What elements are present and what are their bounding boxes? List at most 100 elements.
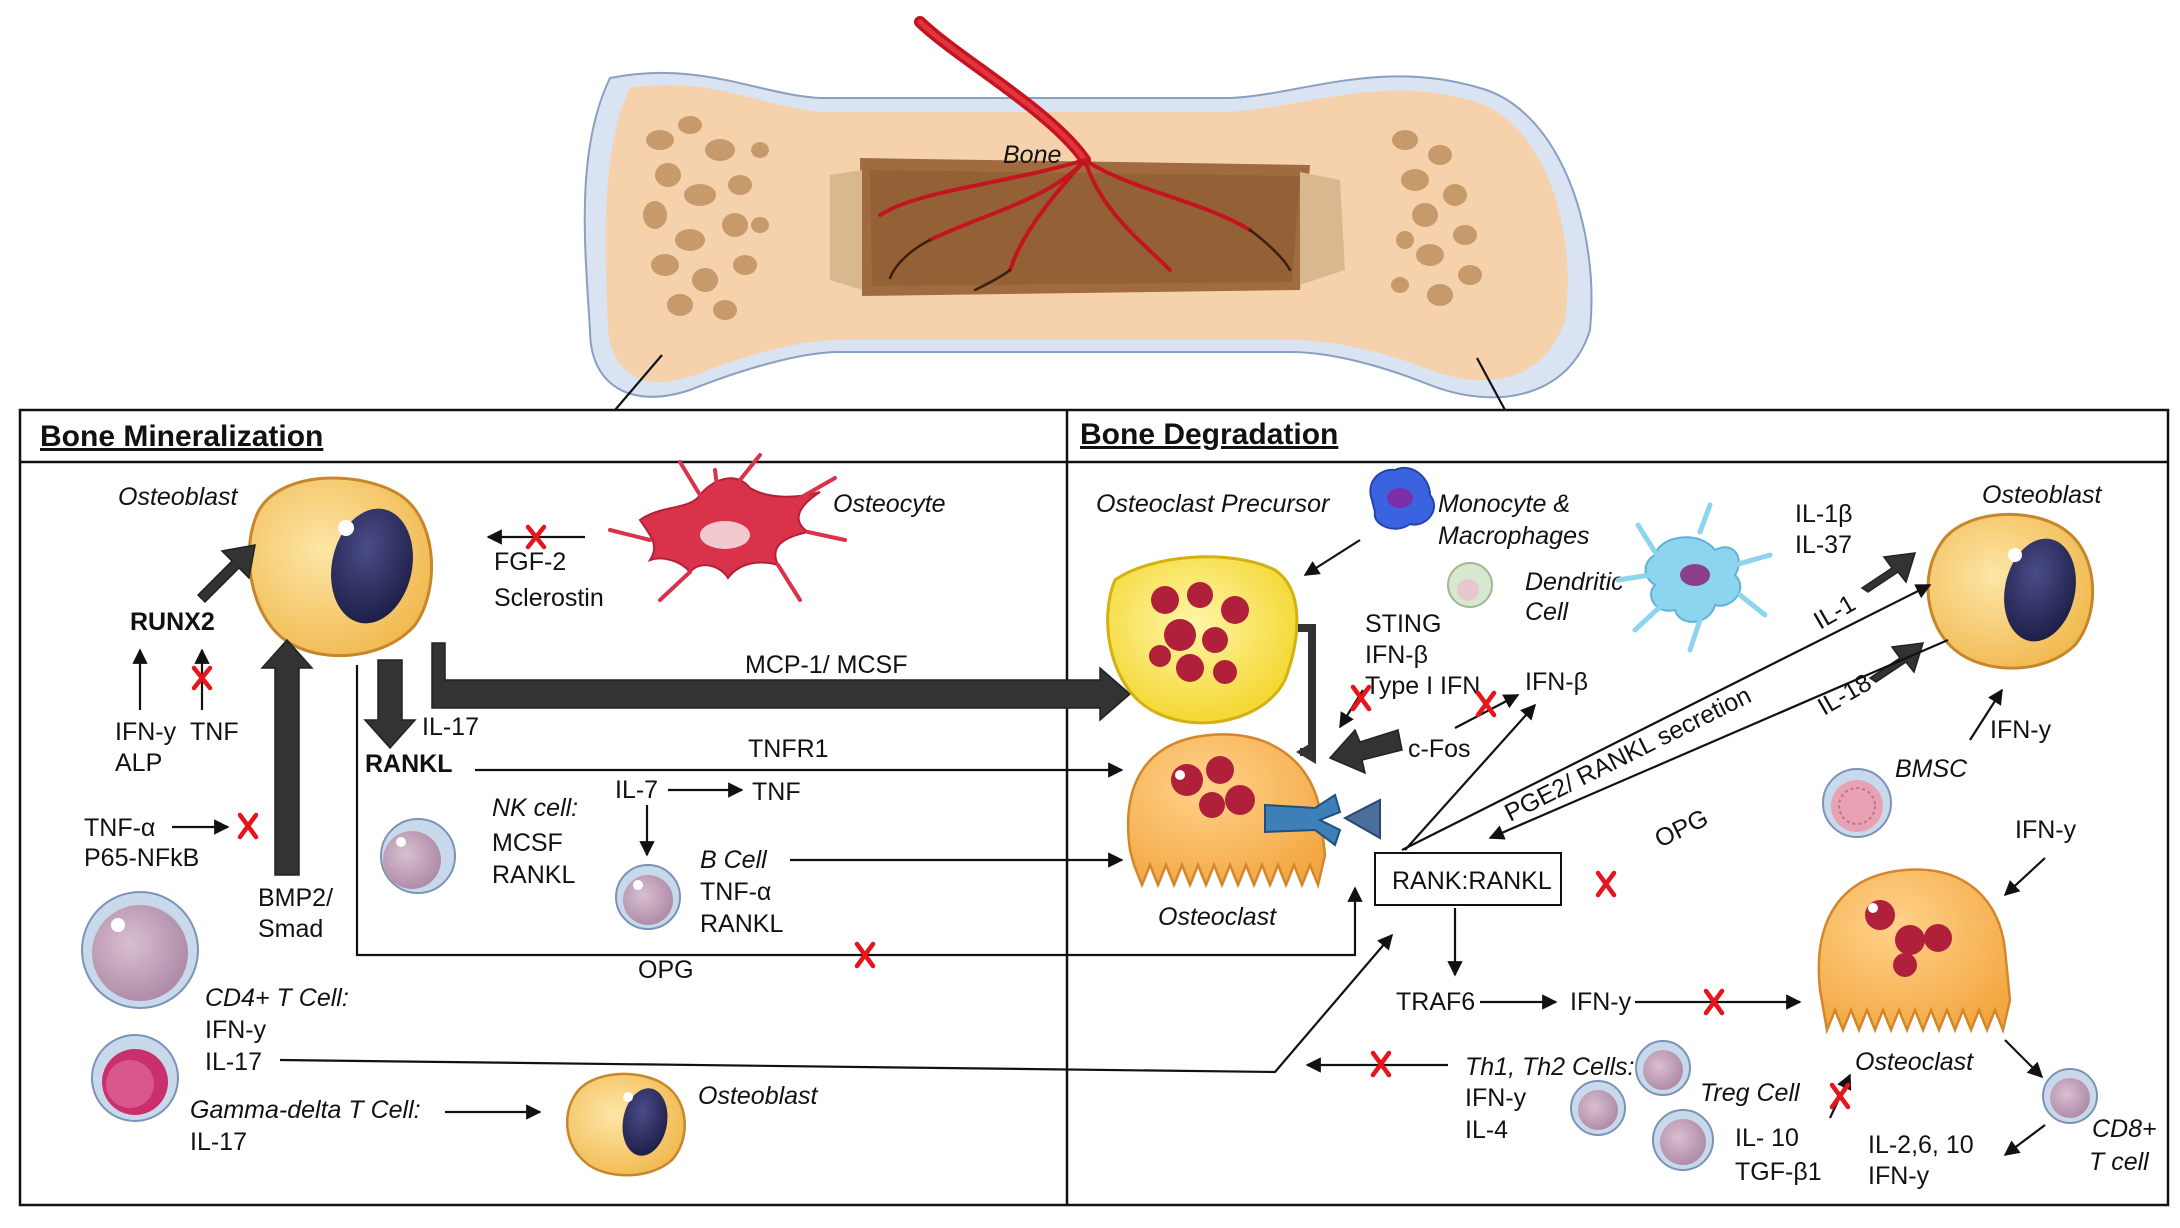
cd8-arrow bbox=[2003, 1124, 2046, 1156]
cd8-il-label: IL-2,6, 10 bbox=[1868, 1131, 1974, 1159]
rank-rankl-box bbox=[1374, 852, 1562, 906]
gamma-delta-label: Gamma-delta T Cell: bbox=[190, 1096, 421, 1124]
gamma-delta-il17-label: IL-17 bbox=[190, 1128, 247, 1156]
th-label: Th1, Th2 Cells: bbox=[1465, 1053, 1635, 1081]
nk-cell bbox=[380, 818, 456, 894]
osteoblast-label: Osteoblast bbox=[118, 483, 239, 511]
monocyte-label-1: Monocyte & bbox=[1438, 490, 1570, 518]
ifny-ob-label: IFN-y bbox=[1990, 716, 2052, 744]
opg-arrow bbox=[1488, 638, 1949, 840]
red-x-tnf bbox=[191, 665, 213, 691]
mcp1-label: MCP-1/ MCSF bbox=[745, 651, 908, 679]
gamma-delta-t-cell bbox=[91, 1034, 179, 1122]
spongy-bone-right bbox=[1391, 130, 1482, 306]
runx2-to-osteoblast-arrow bbox=[196, 544, 256, 604]
traf6-label: TRAF6 bbox=[1396, 988, 1475, 1016]
monocyte-to-precursor-arrow bbox=[1303, 539, 1361, 576]
ifnb-to-cfos-arrow bbox=[1454, 694, 1520, 729]
red-x-opg-right bbox=[1595, 870, 1617, 898]
right-panel: Osteoclast Precursor Monocyte & Macropha… bbox=[1096, 467, 2157, 1190]
osteoblast2-label: Osteoblast bbox=[698, 1082, 819, 1110]
ifnb-label: IFN-β bbox=[1365, 641, 1428, 669]
th-cells bbox=[1570, 1040, 1714, 1171]
th-ifny-label: IFN-y bbox=[1465, 1084, 1527, 1112]
dendritic-label-1: Dendritic bbox=[1525, 568, 1624, 596]
precursor-label: Osteoclast Precursor bbox=[1096, 490, 1331, 518]
precursor-arrowhead bbox=[1296, 740, 1316, 764]
treg-tgf-label: TGF-β1 bbox=[1735, 1158, 1822, 1186]
il1b-label: IL-1β bbox=[1795, 500, 1852, 528]
red-x-ifnb bbox=[1475, 690, 1497, 718]
tnfr1-label: TNFR1 bbox=[748, 735, 829, 763]
ifny-label: IFN-y bbox=[115, 718, 177, 746]
tnfa-label: TNF-α bbox=[84, 814, 155, 842]
bone-label: Bone bbox=[1003, 141, 1061, 169]
ifny-traf-label: IFN-y bbox=[1570, 988, 1632, 1016]
bmsc-cell bbox=[1822, 768, 1892, 838]
bcell-rankl-label: RANKL bbox=[700, 910, 783, 938]
opg-right-label: OPG bbox=[1650, 804, 1712, 854]
type1-label: Type I IFN bbox=[1365, 672, 1480, 700]
smad-label: Smad bbox=[258, 915, 323, 943]
opg-line bbox=[355, 665, 1363, 957]
bmp2-label: BMP2/ bbox=[258, 884, 333, 912]
rank-rankl-label: RANK:RANKL bbox=[1392, 867, 1552, 895]
red-x-ifny bbox=[1703, 988, 1725, 1016]
nk-mcsf-label: MCSF bbox=[492, 829, 563, 857]
osteoblast-cell-bottom bbox=[565, 1072, 686, 1177]
red-x-fgf2 bbox=[525, 524, 547, 550]
rankl-label: RANKL bbox=[365, 750, 453, 778]
panel-frames bbox=[18, 408, 2170, 1207]
red-x-opg bbox=[854, 941, 876, 969]
ifny-to-osteoblast-arrow bbox=[1969, 688, 2003, 741]
cd4-il17-label: IL-17 bbox=[205, 1048, 262, 1076]
osteocyte-label: Osteocyte bbox=[833, 490, 946, 518]
red-x-th bbox=[1370, 1050, 1392, 1078]
cfos-label: c-Fos bbox=[1408, 735, 1471, 763]
bone-connector-left bbox=[614, 354, 663, 411]
bcell-label: B Cell bbox=[700, 846, 768, 874]
osteoclast-label: Osteoclast bbox=[1158, 903, 1277, 931]
tnf-label: TNF bbox=[190, 718, 239, 746]
cd8-t-cell bbox=[2042, 1068, 2098, 1124]
bmsc-label: BMSC bbox=[1895, 755, 1968, 783]
il37-label: IL-37 bbox=[1795, 531, 1852, 559]
il17-label: IL-17 bbox=[422, 713, 479, 741]
sting-label: STING bbox=[1365, 610, 1441, 638]
il1-fat-arrow bbox=[1860, 552, 1917, 593]
rankl-to-ifnb-arrow bbox=[1404, 703, 1537, 851]
cd8-label-2: T cell bbox=[2089, 1148, 2150, 1176]
nk-rankl-label: RANKL bbox=[492, 861, 575, 889]
blood-vessels bbox=[878, 16, 1292, 292]
bcell-tnfa-label: TNF-α bbox=[700, 878, 771, 906]
th-il4-label: IL-4 bbox=[1465, 1116, 1508, 1144]
il7-label: IL-7 bbox=[615, 776, 658, 804]
nk-cell-label: NK cell: bbox=[492, 794, 578, 822]
runx2-label: RUNX2 bbox=[130, 608, 215, 636]
left-panel: Osteoblast Osteocyte FGF-2 Sclerostin RU… bbox=[81, 453, 1394, 1177]
ifny-oc-label: IFN-y bbox=[2015, 816, 2077, 844]
cfos-fat-arrow bbox=[1328, 728, 1403, 775]
panel-title-mineralization: Bone Mineralization bbox=[40, 420, 323, 453]
alp-label: ALP bbox=[115, 749, 162, 777]
osteoblast-cell-right bbox=[1926, 512, 2095, 670]
cd4-t-cell bbox=[81, 891, 199, 1009]
osteoblast-to-rankl-arrow bbox=[363, 659, 417, 750]
p65-label: P65-NFkB bbox=[84, 844, 199, 872]
sclerostin-label: Sclerostin bbox=[494, 584, 604, 612]
tnf2-label: TNF bbox=[752, 778, 801, 806]
spongy-bone-left bbox=[643, 116, 769, 320]
bmp2-to-osteoblast-arrow bbox=[260, 638, 314, 876]
mcp1-mcsf-arrow bbox=[431, 642, 1132, 722]
osteoclast-precursor-cell bbox=[1106, 555, 1299, 725]
osteoclast-cell-bottom bbox=[1817, 868, 2012, 1035]
cd8-ifny-label: IFN-y bbox=[1868, 1162, 1930, 1190]
pge2-arrow bbox=[1401, 584, 1932, 851]
osteocyte-cell bbox=[608, 453, 847, 602]
osteoclast-to-cd8-arrow bbox=[2004, 1039, 2044, 1079]
opg-label: OPG bbox=[638, 956, 694, 984]
pge2-label: PGE2/ RANKL secretion bbox=[1500, 681, 1755, 827]
fgf2-label: FGF-2 bbox=[494, 548, 566, 576]
monocyte-label-2: Macrophages bbox=[1438, 522, 1589, 550]
